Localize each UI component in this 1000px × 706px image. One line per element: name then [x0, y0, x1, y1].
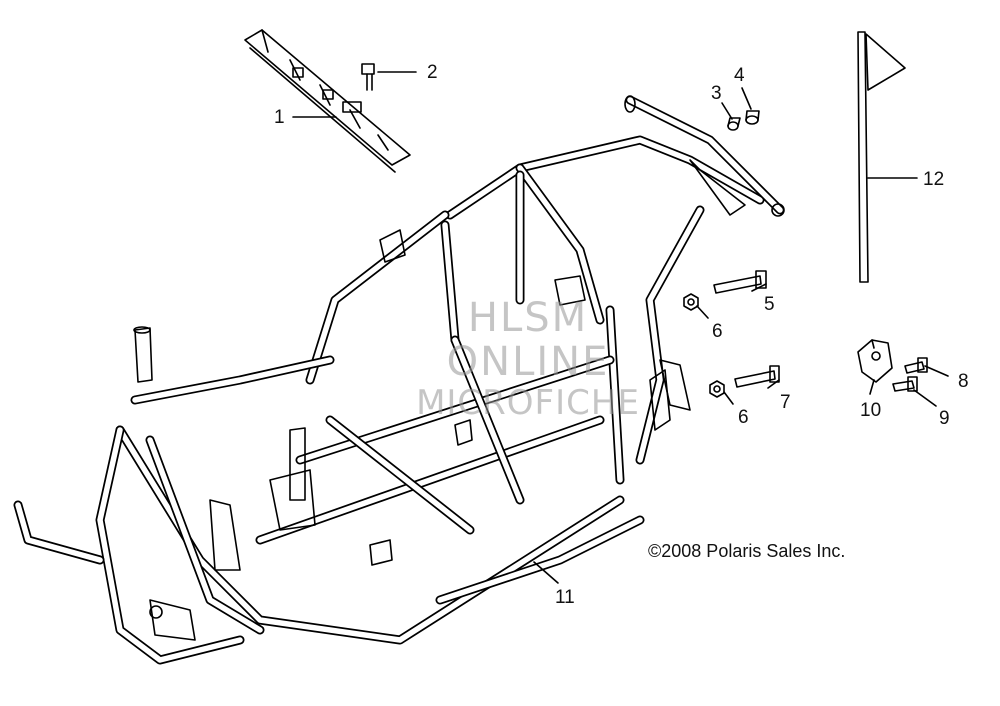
- callout-8: 8: [958, 371, 969, 392]
- part-4-bushing: [745, 110, 760, 125]
- callout-11: 11: [555, 587, 575, 608]
- watermark: HLSM ONLINE MICROFICHE: [378, 298, 678, 420]
- part-1-rail-bracket: [244, 29, 411, 173]
- watermark-line-1: HLSM: [467, 295, 589, 341]
- part-6-nut-upper: [683, 293, 699, 311]
- part-8-bolt: [904, 357, 928, 374]
- callout-4: 4: [734, 65, 745, 86]
- callout-10: 10: [860, 400, 882, 421]
- callout-5: 5: [764, 294, 775, 315]
- part-11-main-frame: [13, 95, 785, 665]
- callout-6-upper: 6: [712, 321, 723, 342]
- copyright-notice: ©2008 Polaris Sales Inc.: [648, 541, 846, 561]
- part-3-spacer: [727, 117, 741, 131]
- watermark-line-3: MICROFICHE: [416, 383, 640, 423]
- part-7-bolt: [734, 365, 780, 388]
- callout-7: 7: [780, 392, 791, 413]
- part-9-bolt: [892, 376, 918, 392]
- part-2-bolt: [361, 63, 375, 91]
- part-10-bracket: [857, 339, 893, 383]
- callout-12: 12: [923, 169, 945, 190]
- watermark-line-2: ONLINE: [446, 339, 610, 385]
- part-6-nut-lower: [709, 380, 725, 398]
- callout-1: 1: [274, 107, 285, 128]
- callout-2: 2: [427, 62, 438, 83]
- callout-3: 3: [711, 83, 722, 104]
- leader-lines: [292, 71, 949, 584]
- part-5-bolt: [713, 270, 767, 294]
- part-12-flag-whip: [857, 31, 906, 283]
- callout-9: 9: [939, 408, 950, 429]
- callout-6-lower: 6: [738, 407, 749, 428]
